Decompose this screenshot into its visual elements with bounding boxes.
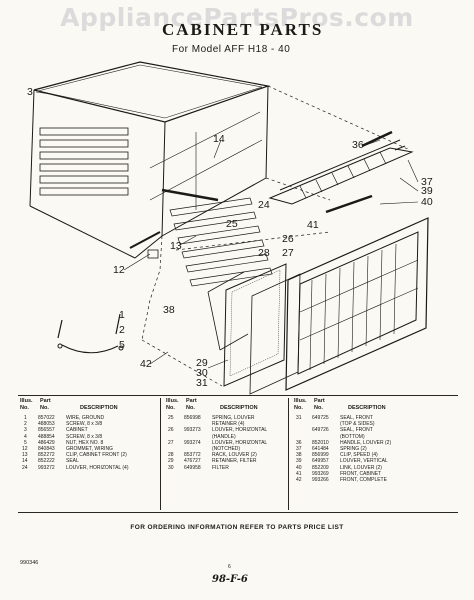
callout-40: 40: [421, 196, 433, 208]
explode-guide-lines: [141, 85, 411, 387]
callout-labels: 3 14 25 24 13 26 27 28 12 36 37 39 40 41…: [27, 86, 433, 389]
callout-5: 5: [119, 339, 125, 351]
callout-1: 1: [119, 309, 125, 321]
callout-39: 39: [421, 185, 433, 197]
callout-37: 37: [421, 176, 433, 188]
model-subtitle: For Model AFF H18 - 40: [172, 44, 291, 55]
vertical-louver-assembly: [268, 130, 414, 214]
table-divider-1: [160, 398, 161, 510]
callout-28: 28: [258, 247, 270, 259]
table-row: (NOTCHED): [212, 445, 241, 452]
table-top-rule: [18, 395, 458, 396]
ground-wire-hardware: [57, 313, 124, 354]
callout-3: 3: [27, 86, 33, 98]
callout-leaders: [35, 91, 419, 369]
exploded-parts-diagram: 3 14 25 24 13 26 27 28 12 36 37 39 40 41…: [27, 61, 433, 395]
callout-25: 25: [226, 218, 238, 230]
table-header: Illus. No. Part No. DESCRIPTION: [166, 398, 258, 411]
table-row: (TOP & SIDES): [340, 421, 375, 428]
table-row: (BOTTOM): [340, 433, 365, 440]
document-number: 990346: [20, 560, 39, 566]
table-row: RETAINER (4): [212, 421, 245, 428]
table-row: (HANDLE): [212, 433, 236, 440]
callout-36: 36: [352, 139, 364, 151]
callout-2: 2: [119, 324, 125, 336]
page-number: 6: [228, 564, 231, 570]
callout-38: 38: [163, 304, 175, 316]
callout-12: 12: [113, 264, 125, 276]
handwritten-note: 98-F-6: [212, 574, 248, 585]
callout-26: 26: [282, 233, 294, 245]
table-header: Illus. No. Part No. DESCRIPTION: [294, 398, 386, 411]
callout-24: 24: [258, 199, 270, 211]
table-header: Illus. No. Part No. DESCRIPTION: [20, 398, 118, 411]
horizontal-louvers: [169, 197, 273, 287]
callout-14: 14: [213, 133, 225, 145]
callout-31: 31: [196, 377, 208, 389]
callout-13: 13: [170, 240, 182, 252]
filter-drawing: [223, 263, 301, 395]
callout-27: 27: [282, 247, 294, 259]
page-title: CABINET PARTS: [162, 20, 324, 39]
callout-42: 42: [140, 358, 152, 370]
ordering-info-footer: FOR ORDERING INFORMATION REFER TO PARTS …: [130, 524, 344, 531]
cabinet-drawing: [29, 61, 271, 259]
table-bottom-rule: [18, 512, 458, 513]
table-divider-2: [288, 398, 289, 510]
callout-29: 29: [196, 357, 208, 369]
callout-30: 30: [196, 367, 208, 379]
cabinet-front-drawing: [285, 217, 429, 391]
louver-rack: [207, 271, 249, 351]
callout-41: 41: [307, 219, 319, 231]
